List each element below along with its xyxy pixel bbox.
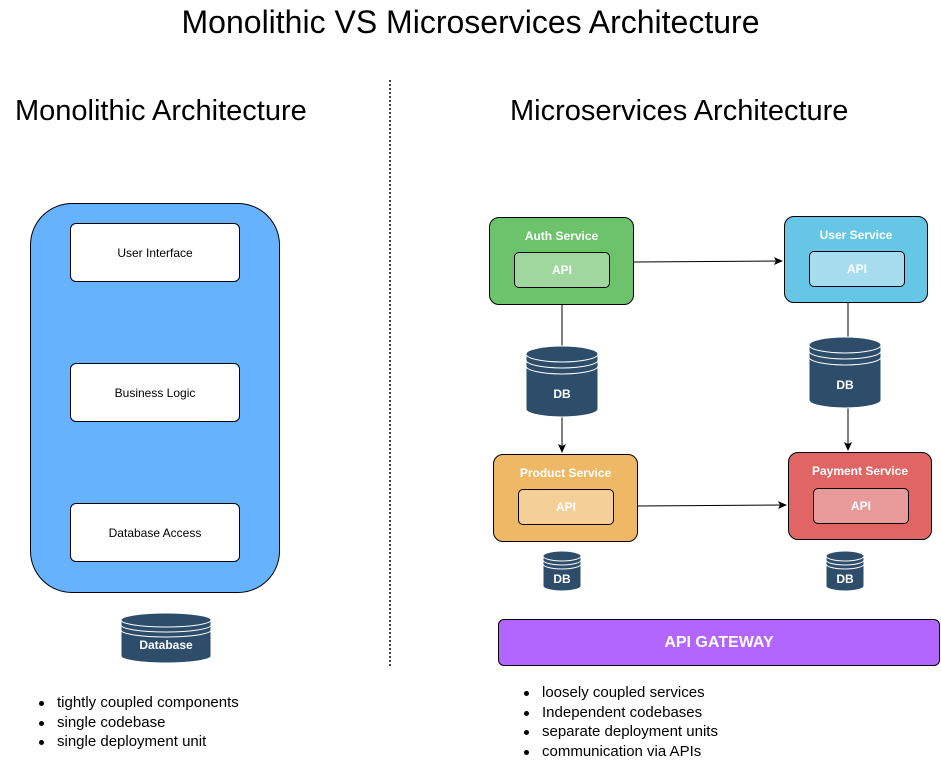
product-service: Product Service API [493,454,638,542]
product-service-label: Product Service [519,466,612,480]
microservices-bullets: loosely coupled services Independent cod… [521,683,718,761]
section-divider [389,80,391,666]
monolith-database-label: Database [139,638,193,652]
auth-db: DB [525,345,599,418]
microservices-bullet: communication via APIs [521,742,718,762]
monolith-database: Database [120,612,212,664]
microservices-bullet: Independent codebases [521,703,718,723]
product-db: DB [542,550,582,592]
api-gateway: API GATEWAY [498,619,940,666]
payment-db: DB [825,550,865,592]
user-api: API [809,251,905,287]
payment-service: Payment Service API [788,452,932,540]
arrow-product-to-payment [637,501,787,510]
microservices-bullet: separate deployment units [521,722,718,742]
user-service-label: User Service [819,228,893,242]
microservices-bullet: loosely coupled services [521,683,718,703]
diagram-title: Monolithic VS Microservices Architecture [181,4,760,40]
monolithic-bullet: single deployment unit [36,732,239,752]
monolithic-bullets: tightly coupled components single codeba… [36,693,239,752]
product-api: API [518,489,614,525]
auth-service: Auth Service API [489,217,634,305]
user-db-label: DB [836,378,854,392]
arrow-auth-to-user [633,257,783,266]
auth-db-label: DB [553,387,571,401]
monolithic-bullet: tightly coupled components [36,693,239,713]
auth-api: API [514,252,610,288]
monolithic-bullet: single codebase [36,713,239,733]
layer-business-logic: Business Logic [70,363,240,422]
product-db-label: DB [553,572,571,586]
layer-database-access: Database Access [70,503,240,562]
payment-service-label: Payment Service [811,464,909,478]
auth-service-label: Auth Service [524,229,599,243]
payment-db-label: DB [836,572,854,586]
user-db: DB [808,336,882,409]
monolithic-heading: Monolithic Architecture [15,95,307,127]
payment-api: API [813,488,909,524]
user-service: User Service API [784,216,928,303]
layer-user-interface: User Interface [70,223,240,282]
microservices-heading: Microservices Architecture [510,95,849,127]
